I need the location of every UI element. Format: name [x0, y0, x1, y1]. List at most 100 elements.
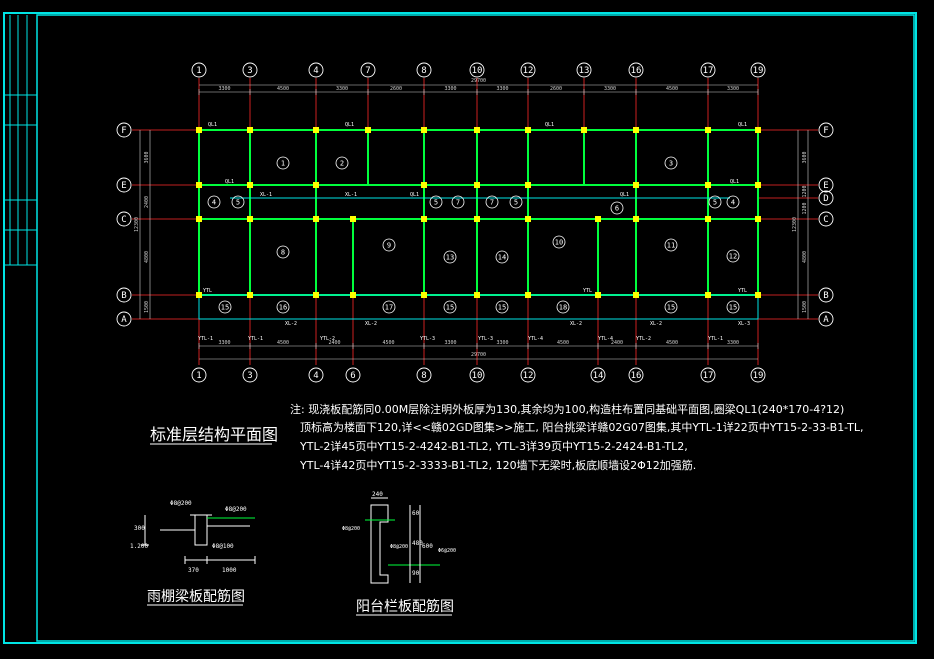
grid-bubble-bottom-2-label: 4	[313, 371, 318, 381]
beam-label-18: YTL-3	[420, 336, 435, 342]
canopy-title: 雨棚梁板配筋图	[147, 588, 245, 605]
slab-number-26: 15	[729, 304, 737, 312]
column-4	[421, 127, 427, 133]
dim-top-value-0: 3300	[218, 86, 230, 92]
dim-left-value-2: 4800	[144, 251, 150, 263]
column-36	[755, 216, 761, 222]
column-15	[247, 216, 253, 222]
column-9	[705, 127, 711, 133]
slab-number-23: 15	[498, 304, 506, 312]
parapet-dim-240: 240	[372, 491, 383, 498]
slab-circle-6	[664, 238, 678, 252]
grid-bubble-right-4-label: B	[823, 291, 828, 301]
grid-bubble-bottom-8-circle	[628, 367, 644, 383]
beam-label-5: QL1	[730, 179, 739, 185]
slab-circle-5	[552, 235, 566, 249]
dim-bottom-value-0: 3300	[218, 340, 230, 346]
column-35	[755, 182, 761, 188]
column-22	[421, 292, 427, 298]
grid-bubble-right-3-label: C	[823, 215, 828, 225]
grid-bubble-top-3-label: 7	[365, 66, 370, 76]
dim-bottom-value-2: 2400	[328, 340, 340, 346]
column-30	[633, 216, 639, 222]
column-10	[755, 127, 761, 133]
dim-top-value-8: 4500	[666, 86, 678, 92]
slab-number-12: 4	[731, 199, 735, 207]
slab-circle-12	[726, 195, 740, 209]
canopy-detail	[141, 514, 256, 564]
column-7	[581, 127, 587, 133]
dim-right-value-4: 1500	[802, 301, 808, 313]
grid-bubble-bottom-9-circle	[700, 367, 716, 383]
column-1	[247, 127, 253, 133]
slab-number-0: 1	[281, 160, 285, 168]
column-2	[313, 127, 319, 133]
beam-label-26: YTL	[583, 288, 592, 294]
dim-bottom-value-6: 4500	[557, 340, 569, 346]
dim-right-value-1: 1200	[802, 185, 808, 197]
parapet-rebar-b: Φ8@200	[390, 544, 408, 550]
slab-circle-7	[726, 249, 740, 263]
grid-bubble-bottom-6-label: 12	[523, 371, 534, 381]
column-14	[247, 182, 253, 188]
dim-bottom-value-3: 4500	[382, 340, 394, 346]
slab-number-16: 5	[434, 199, 438, 207]
title-block-strip	[4, 15, 37, 266]
grid-bubble-bottom-4-label: 8	[421, 371, 426, 381]
slab-number-17: 5	[514, 199, 518, 207]
grid-bubble-top-10-label: 19	[753, 66, 764, 76]
beam-label-19: YTL-3	[478, 336, 493, 342]
dim-right-value-2: 1200	[802, 202, 808, 214]
grid-bubble-left-4-circle	[116, 311, 132, 327]
grid-bubble-top-3-circle	[360, 62, 376, 78]
column-38	[350, 216, 356, 222]
slab-circle-16	[429, 195, 443, 209]
slab-number-8: 13	[446, 254, 454, 262]
grid-bubble-top-0-label: 1	[196, 66, 201, 76]
slab-circle-24	[556, 300, 570, 314]
dim-bottom-value-9: 3300	[727, 340, 739, 346]
grid-bubble-bottom-7-circle	[590, 367, 606, 383]
column-5	[474, 127, 480, 133]
note-line-2: 顶标高为楼面下120,详<<赣02GD图集>>施工, 阳台挑梁详赣02G07图集…	[300, 420, 864, 434]
dim-bottom-total: 29700	[471, 352, 486, 358]
grid-bubble-bottom-3-label: 6	[350, 371, 355, 381]
canopy-rebar-b: Φ8@200	[225, 506, 247, 513]
dim-bottom-value-1: 4500	[277, 340, 289, 346]
slab-circle-8	[443, 250, 457, 264]
column-32	[705, 182, 711, 188]
dim-left-total: 12300	[134, 217, 140, 232]
canopy-level: 1.200	[130, 543, 148, 550]
slab-number-19: 15	[221, 304, 229, 312]
grid-bubble-top-7-circle	[576, 62, 592, 78]
dim-top-value-6: 2600	[550, 86, 562, 92]
beam-label-16: YTL-1	[248, 336, 263, 342]
slab-number-14: 7	[456, 199, 460, 207]
slab-number-10: 4	[212, 199, 216, 207]
grid-bubble-right-2-label: D	[823, 194, 828, 204]
slab-circle-15	[485, 195, 499, 209]
dim-top-value-7: 3300	[604, 86, 616, 92]
grid-bubble-top-8-label: 16	[631, 66, 642, 76]
canopy-rebar-a: Φ8@200	[170, 500, 192, 507]
parapet-dim-90: 90	[412, 570, 420, 577]
grid-bubble-bottom-6-circle	[520, 367, 536, 383]
grid-bubble-right-5-circle	[818, 311, 834, 327]
note-line-3: YTL-2详45页中YT15-2-4242-B1-TL2, YTL-3详39页中…	[299, 439, 688, 453]
grid-bubble-bottom-4-circle	[416, 367, 432, 383]
grid-bubble-left-4-label: A	[121, 315, 127, 325]
column-40	[595, 216, 601, 222]
dim-top-total: 29700	[471, 78, 486, 84]
beam-label-24: YTL	[203, 288, 212, 294]
slab-circle-26	[726, 300, 740, 314]
slab-number-20: 16	[279, 304, 287, 312]
grid-bubble-left-0-label: F	[121, 126, 126, 136]
beam-label-1: QL1	[345, 122, 354, 128]
slab-number-5: 10	[555, 239, 563, 247]
grid-bubble-bottom-9-label: 17	[703, 371, 714, 381]
slab-number-6: 11	[667, 242, 675, 250]
dim-top-value-9: 3300	[727, 86, 739, 92]
grid-bubble-bottom-10-label: 19	[753, 371, 764, 381]
column-6	[525, 127, 531, 133]
dim-bottom-value-8: 4500	[666, 340, 678, 346]
